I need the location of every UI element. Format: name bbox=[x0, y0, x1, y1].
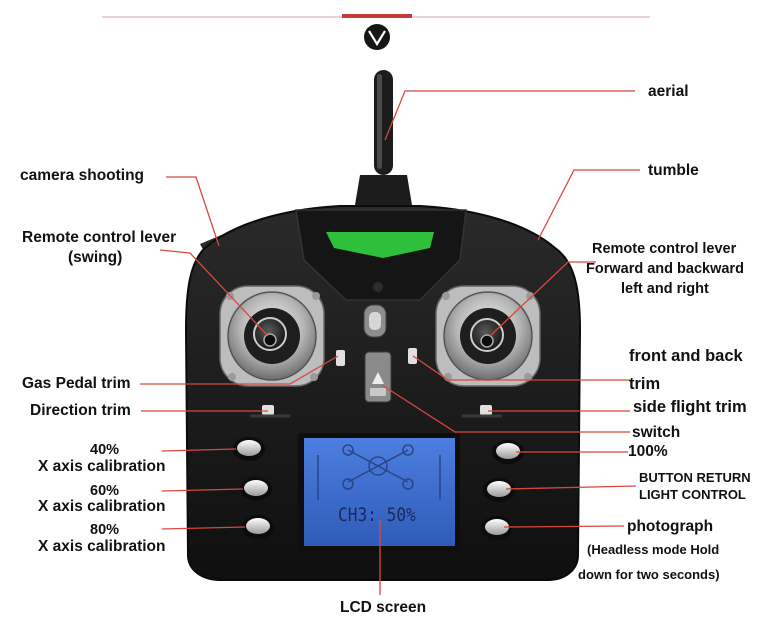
label-light-control: LIGHT CONTROL bbox=[639, 487, 746, 502]
label-gas-pedal-trim: Gas Pedal trim bbox=[22, 375, 131, 392]
leader-camera-shooting bbox=[166, 176, 220, 247]
side-flight-trim-button[interactable] bbox=[480, 405, 492, 415]
label-x-axis-60: X axis calibration bbox=[38, 498, 166, 515]
power-key[interactable] bbox=[363, 304, 387, 338]
aerial-antenna bbox=[355, 70, 412, 205]
left-joystick[interactable] bbox=[219, 285, 325, 387]
label-80: 80% bbox=[90, 522, 120, 538]
rate-100-button[interactable] bbox=[492, 440, 524, 464]
leader-button-return bbox=[505, 485, 637, 490]
leader-lines bbox=[140, 90, 640, 595]
leader-switch bbox=[381, 384, 630, 433]
label-headless-line2: down for two seconds) bbox=[578, 567, 720, 582]
header-rule-accent bbox=[342, 14, 412, 18]
label-right-lever-line1: Remote control lever bbox=[592, 241, 737, 257]
center-switch[interactable] bbox=[364, 351, 392, 403]
leader-right-lever bbox=[489, 261, 596, 337]
leader-left-lever bbox=[159, 249, 269, 337]
label-x-axis-80: X axis calibration bbox=[38, 538, 166, 555]
label-front-back-line2: trim bbox=[629, 375, 661, 393]
label-60: 60% bbox=[90, 483, 120, 499]
label-button-return: BUTTON RETURN bbox=[639, 470, 751, 485]
lcd-readout: CH3: 50% bbox=[338, 504, 416, 526]
label-40: 40% bbox=[90, 442, 120, 458]
leader-photograph bbox=[503, 525, 625, 528]
gas-pedal-trim-button[interactable] bbox=[336, 350, 345, 366]
label-photograph: photograph bbox=[627, 518, 714, 535]
leader-aerial bbox=[384, 90, 635, 141]
label-left-lever-line1: Remote control lever bbox=[22, 229, 177, 246]
photograph-button[interactable] bbox=[481, 516, 513, 540]
label-side-flight-trim: side flight trim bbox=[633, 398, 747, 416]
label-camera-shooting: camera shooting bbox=[20, 167, 145, 184]
direction-trim-button[interactable] bbox=[262, 405, 274, 415]
label-aerial: aerial bbox=[648, 83, 689, 100]
label-headless-line1: (Headless mode Hold bbox=[587, 542, 720, 557]
leader-gas-pedal-trim bbox=[140, 355, 339, 385]
button-return-light-button[interactable] bbox=[483, 478, 515, 502]
label-left-lever-line2: (swing) bbox=[68, 249, 123, 266]
leader-front-back-trim bbox=[412, 355, 630, 381]
label-lcd-screen: LCD screen bbox=[340, 599, 427, 616]
status-led-bar bbox=[326, 232, 434, 258]
leader-tumble bbox=[537, 169, 640, 241]
label-right-lever-line3: left and right bbox=[621, 281, 709, 297]
label-right-lever-line2: Forward and backward bbox=[586, 261, 744, 277]
label-switch: switch bbox=[632, 424, 681, 441]
front-back-trim-button[interactable] bbox=[408, 348, 417, 364]
leader-40 bbox=[161, 448, 237, 452]
right-joystick[interactable] bbox=[435, 285, 541, 387]
calibration-40-button[interactable] bbox=[233, 437, 265, 461]
lcd-screen bbox=[298, 433, 460, 551]
calibration-60-button[interactable] bbox=[240, 477, 272, 501]
label-front-back-line1: front and back bbox=[629, 347, 743, 365]
label-direction-trim: Direction trim bbox=[30, 402, 131, 419]
leader-60 bbox=[161, 488, 244, 492]
leader-80 bbox=[161, 526, 246, 530]
label-x-axis-40: X axis calibration bbox=[38, 458, 166, 475]
label-100: 100% bbox=[628, 443, 668, 460]
label-tumble: tumble bbox=[648, 162, 699, 179]
calibration-80-button[interactable] bbox=[242, 515, 274, 539]
indicator-hole bbox=[373, 282, 383, 292]
brand-logo-icon bbox=[364, 24, 390, 50]
